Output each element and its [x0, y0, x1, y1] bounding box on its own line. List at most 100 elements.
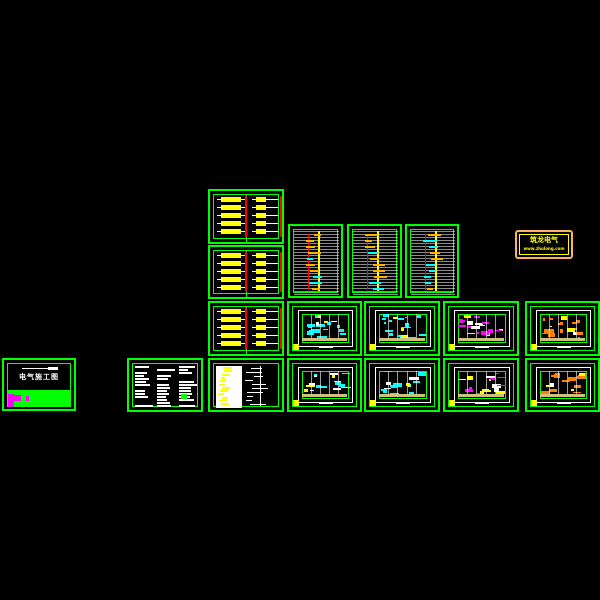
- floor-plan-sheet[interactable]: [443, 301, 519, 356]
- system-sheet[interactable]: [208, 189, 284, 244]
- sheet-border: [292, 306, 357, 351]
- drawing-caption: [396, 403, 411, 404]
- wall-line: [548, 371, 550, 397]
- sheet-border: [132, 363, 198, 407]
- riser-device: [428, 246, 438, 248]
- electrical-device: [494, 330, 503, 332]
- electrical-device: [465, 389, 474, 393]
- corridor: [301, 394, 348, 397]
- riser-sheet[interactable]: [288, 224, 343, 298]
- riser-device: [429, 252, 440, 254]
- system-sheet[interactable]: [208, 301, 284, 356]
- electrical-device: [485, 375, 496, 378]
- bus-line: [245, 252, 247, 292]
- riser-device: [373, 264, 385, 266]
- legend-symbol: [218, 400, 228, 402]
- electrical-device: [542, 318, 546, 321]
- axis-grid: [535, 367, 592, 403]
- logo-stamp: 筑龙电气 www.zhulong.com: [515, 230, 573, 259]
- electrical-device: [315, 314, 318, 319]
- electrical-device: [334, 380, 341, 383]
- sheet-border: [369, 363, 435, 407]
- electrical-device: [334, 382, 341, 386]
- drawing-caption: [475, 403, 490, 404]
- floor-plan-sheet[interactable]: [443, 358, 519, 412]
- axis-grid: [374, 367, 432, 403]
- floor-line: [411, 243, 455, 244]
- legend-symbol: [221, 376, 226, 379]
- circuit-line: [217, 343, 247, 344]
- floor-line: [353, 246, 398, 247]
- title-block-mark: [26, 396, 29, 401]
- floor-line: [353, 279, 398, 280]
- legend-text: [253, 376, 264, 377]
- legend-sheet[interactable]: [208, 358, 284, 412]
- riser-device: [373, 288, 384, 290]
- riser-device: [427, 288, 434, 290]
- riser-sheet[interactable]: [405, 224, 459, 298]
- electrical-device: [468, 325, 472, 328]
- floor-line: [353, 261, 398, 262]
- electrical-device: [398, 334, 401, 338]
- circuit-line: [252, 335, 278, 336]
- floor-line: [411, 291, 455, 292]
- circuit-line: [217, 255, 247, 256]
- floor-plan-sheet[interactable]: [525, 358, 600, 412]
- wall-line: [485, 314, 487, 341]
- building-outline: [378, 371, 428, 399]
- electrical-device: [549, 389, 557, 393]
- electrical-device: [467, 376, 473, 380]
- circuit-line: [217, 327, 247, 328]
- legend-text: [250, 368, 263, 369]
- riser-device: [428, 234, 441, 236]
- title-sheet[interactable]: 电气施工图: [2, 358, 76, 411]
- floor-plan-sheet[interactable]: [287, 358, 362, 412]
- floor-plan-sheet[interactable]: [364, 301, 440, 356]
- circuit-line: [252, 271, 278, 272]
- riser-device: [308, 282, 323, 284]
- floor-line: [294, 246, 339, 247]
- floor-line: [294, 240, 339, 241]
- legend-text: [246, 372, 262, 373]
- electrical-device: [389, 320, 392, 323]
- electrical-device: [317, 314, 321, 319]
- legend-symbol: [222, 373, 230, 376]
- floor-line: [411, 294, 455, 295]
- electrical-device: [313, 374, 317, 377]
- index-sheet[interactable]: [127, 358, 203, 412]
- electrical-device: [307, 331, 314, 336]
- riser-device: [311, 288, 320, 290]
- floor-plan-sheet[interactable]: [525, 301, 600, 356]
- electrical-device: [487, 329, 494, 333]
- wall-line: [415, 371, 417, 397]
- riser-sheet[interactable]: [347, 224, 402, 298]
- wall-line: [329, 314, 331, 341]
- floor-line: [353, 285, 398, 286]
- floor-line: [294, 255, 339, 256]
- drawing-title: 电气施工图: [19, 373, 59, 381]
- legend-line: [260, 366, 261, 406]
- electrical-device: [338, 328, 345, 332]
- table-text: [157, 390, 167, 392]
- floor-plan-sheet[interactable]: [364, 358, 440, 412]
- logo-url: www.zhulong.com: [523, 246, 565, 251]
- electrical-device: [543, 329, 554, 334]
- table-text: [179, 390, 192, 392]
- table-text: [157, 375, 171, 377]
- floor-line: [411, 276, 455, 277]
- corridor: [457, 337, 505, 341]
- electrical-device: [540, 391, 550, 395]
- electrical-device: [575, 331, 584, 336]
- title-block-mark: [8, 394, 14, 407]
- wall-line: [415, 314, 417, 341]
- electrical-device: [571, 389, 575, 392]
- floor-line: [294, 243, 339, 244]
- building-outline: [539, 314, 588, 343]
- riser-device: [365, 234, 379, 236]
- riser-device: [373, 276, 388, 278]
- system-sheet[interactable]: [208, 245, 284, 299]
- electrical-device: [476, 332, 480, 335]
- riser-device: [422, 240, 437, 242]
- electrical-device: [467, 332, 475, 335]
- floor-plan-sheet[interactable]: [287, 301, 362, 356]
